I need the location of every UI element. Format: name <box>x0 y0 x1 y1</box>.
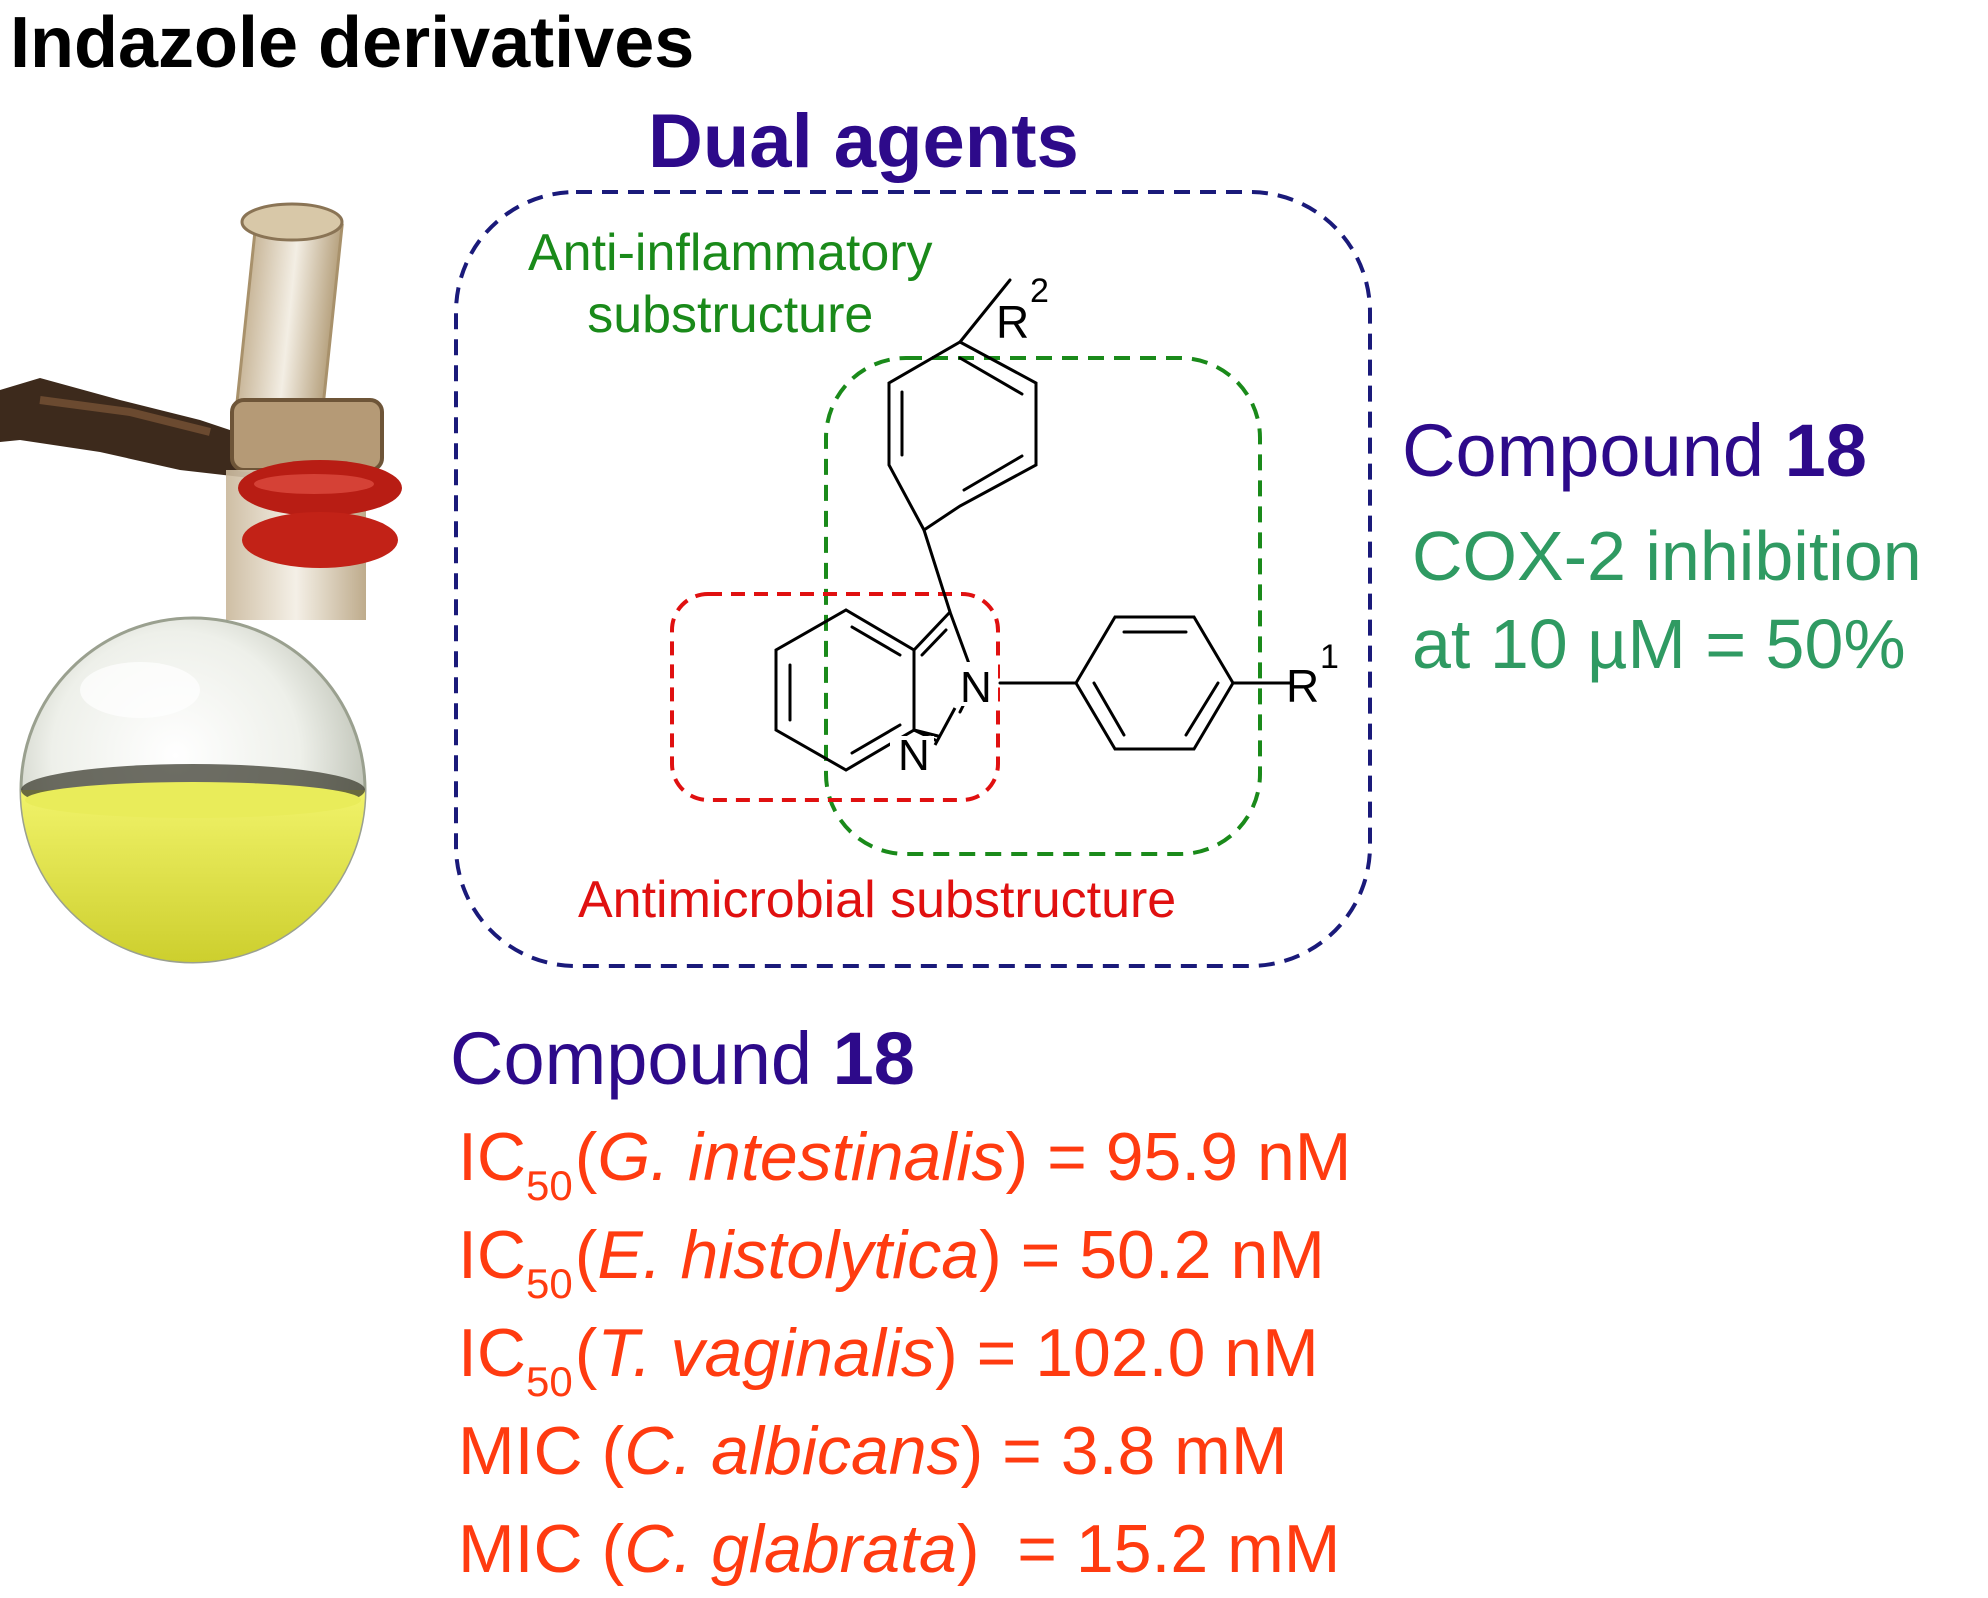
activity-open-paren: ( <box>574 1315 598 1391</box>
dual-agents-label: Dual agents <box>648 99 1079 184</box>
activity-row: IC50(T. vaginalis) = 102.0 nM <box>458 1304 1351 1405</box>
activity-organism: G. intestinalis <box>597 1119 1006 1195</box>
compound-right-heading: Compound 18 <box>1402 408 1867 493</box>
compound-bottom-heading: Compound 18 <box>450 1016 915 1101</box>
activity-list: IC50(G. intestinalis) = 95.9 nM IC50(E. … <box>458 1108 1351 1598</box>
activity-label: IC <box>458 1119 526 1195</box>
antimicrobial-box <box>670 592 1000 802</box>
activity-value: = 3.8 mM <box>983 1413 1288 1489</box>
anti-inflammatory-line1: Anti-inflammatory <box>528 224 933 282</box>
indazole-structure <box>774 278 1292 772</box>
activity-value: = 50.2 nM <box>1001 1217 1325 1293</box>
cox-inhibition-text: COX-2 inhibition at 10 µM = 50% <box>1412 512 1922 688</box>
activity-organism: T. vaginalis <box>597 1315 936 1391</box>
activity-value: = 95.9 nM <box>1028 1119 1352 1195</box>
activity-label: MIC <box>458 1511 602 1587</box>
activity-row: IC50(E. histolytica) = 50.2 nM <box>458 1206 1351 1307</box>
activity-subscript: 50 <box>526 1260 573 1307</box>
cox-line1: COX-2 inhibition <box>1412 517 1922 595</box>
activity-row: MIC (C. albicans) = 3.8 mM <box>458 1402 1351 1500</box>
cox-line2: at 10 µM = 50% <box>1412 605 1906 683</box>
atom-n1: N <box>898 731 930 780</box>
activity-close-paren: ) <box>1005 1119 1029 1195</box>
activity-close-paren: ) <box>979 1217 1002 1293</box>
activity-label: MIC <box>458 1413 602 1489</box>
antimicrobial-label: Antimicrobial substructure <box>578 871 1177 929</box>
flask-icon <box>0 202 402 964</box>
activity-organism: C. glabrata <box>624 1511 957 1587</box>
activity-subscript: 50 <box>526 1358 573 1405</box>
activity-open-paren: ( <box>601 1413 625 1489</box>
atom-n2: N <box>960 663 992 712</box>
r1-label: R <box>1286 660 1319 712</box>
r2-superscript: 2 <box>1030 272 1049 310</box>
r2-label: R <box>996 296 1029 348</box>
activity-subscript: 50 <box>526 1162 573 1209</box>
r1-superscript: 1 <box>1320 638 1339 676</box>
anti-inflammatory-line2: substructure <box>587 286 874 344</box>
dual-agents-box <box>454 190 1372 968</box>
activity-label: IC <box>458 1217 526 1293</box>
activity-value: = 15.2 mM <box>979 1511 1341 1587</box>
activity-organism: C. albicans <box>624 1413 961 1489</box>
activity-open-paren: ( <box>601 1511 625 1587</box>
page-title: Indazole derivatives <box>10 3 695 83</box>
anti-inflammatory-box <box>824 356 1262 856</box>
activity-open-paren: ( <box>574 1119 598 1195</box>
compound-right-prefix: Compound <box>1402 409 1785 492</box>
compound-bottom-number: 18 <box>832 1017 915 1100</box>
activity-close-paren: ) <box>956 1511 980 1587</box>
activity-close-paren: ) <box>960 1413 984 1489</box>
anti-inflammatory-label: Anti-inflammatory substructure <box>528 222 933 346</box>
activity-row: IC50(G. intestinalis) = 95.9 nM <box>458 1108 1352 1209</box>
activity-label: IC <box>458 1315 526 1391</box>
activity-open-paren: ( <box>574 1217 598 1293</box>
activity-value: = 102.0 nM <box>957 1315 1319 1391</box>
activity-row: MIC (C. glabrata) = 15.2 mM <box>458 1500 1351 1598</box>
compound-right-number: 18 <box>1784 409 1867 492</box>
activity-close-paren: ) <box>935 1315 958 1391</box>
compound-bottom-prefix: Compound <box>450 1017 833 1100</box>
activity-organism: E. histolytica <box>597 1217 980 1293</box>
